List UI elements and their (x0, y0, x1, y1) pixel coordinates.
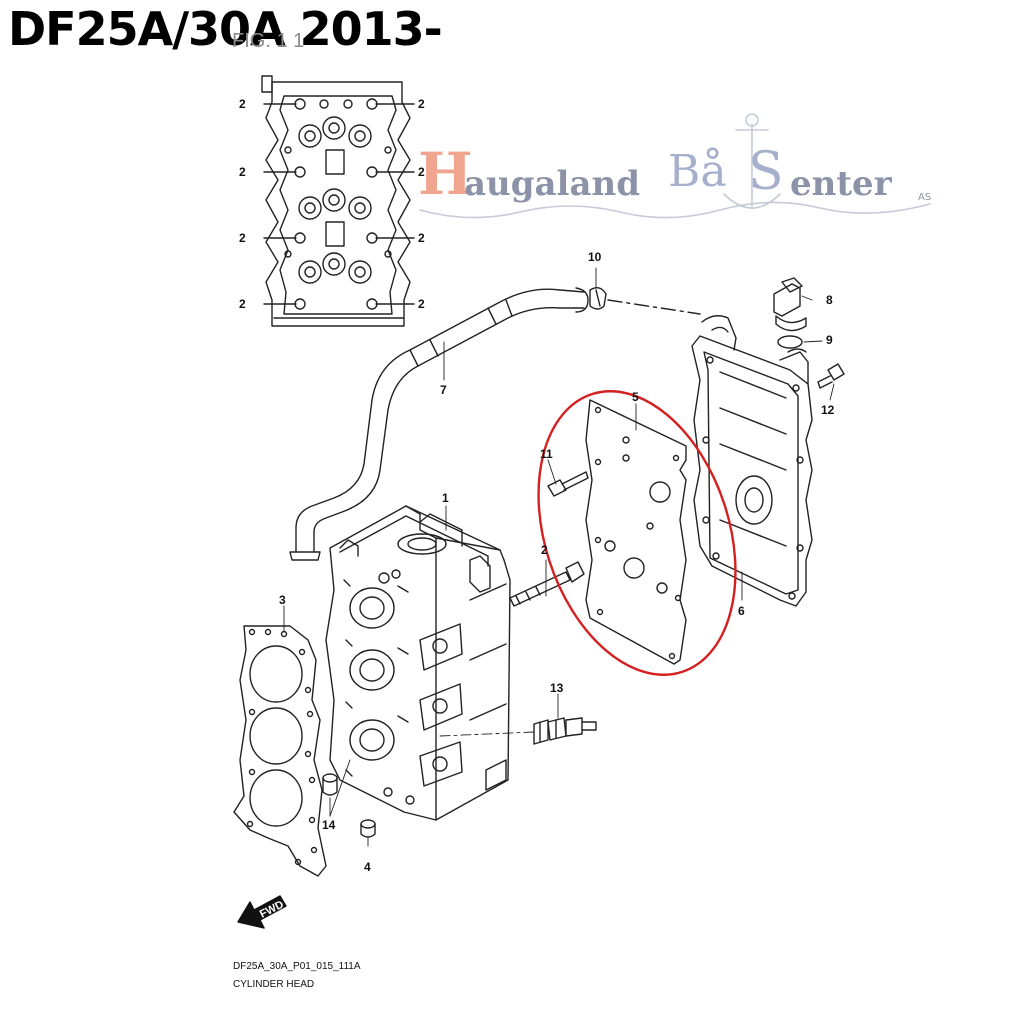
callout-10: 10 (588, 250, 602, 264)
bolt-12 (817, 363, 845, 389)
callout-9: 9 (826, 333, 833, 347)
callout-2: 2 (239, 97, 246, 111)
diagram-code: DF25A_30A_P01_015_111A (233, 961, 361, 972)
oil-filler-cap (773, 277, 807, 332)
callout-7: 7 (440, 383, 447, 397)
inset-head-top-view (261, 75, 415, 327)
watermark-graphic (419, 113, 931, 219)
head-bolt (509, 561, 585, 607)
callout-2: 2 (418, 165, 425, 179)
callout-14: 14 (322, 818, 336, 832)
callout-4: 4 (364, 860, 371, 874)
dowel-pin (322, 773, 338, 796)
callout-2: 2 (239, 297, 246, 311)
head-cover (691, 315, 813, 607)
spark-plug (533, 717, 597, 745)
figure-label: FIG. 1 1 (232, 30, 305, 52)
watermark-word-1: augaland (464, 164, 640, 204)
o-ring (777, 335, 803, 349)
callout-3: 3 (279, 593, 286, 607)
head-gasket (233, 625, 327, 877)
watermark-suffix: AS (918, 192, 932, 203)
hose-clamp (589, 287, 607, 310)
leader-dashed (607, 299, 701, 315)
small-bolt (547, 471, 589, 497)
watermark-word-2: enter (790, 164, 892, 204)
fwd-arrow (237, 895, 287, 929)
watermark-initial-b: Bå (668, 146, 727, 197)
highlight-ring (537, 390, 737, 676)
watermark-initial-s: S (748, 142, 784, 202)
callout-2: 2 (239, 165, 246, 179)
callout-2: 2 (418, 231, 425, 245)
callout-5: 5 (632, 390, 639, 404)
breather-hose (289, 287, 589, 561)
cylinder-head (325, 505, 511, 821)
watermark: H augaland Bå S enter AS (418, 140, 938, 230)
callout-13: 13 (550, 681, 564, 695)
callout-2: 2 (541, 543, 548, 557)
page-title: DF25A/30A 2013- (8, 2, 443, 56)
callout-11: 11 (540, 447, 553, 461)
callout-2: 2 (239, 231, 246, 245)
callout-2: 2 (418, 297, 425, 311)
callout-6: 6 (738, 604, 745, 618)
callout-8: 8 (826, 293, 833, 307)
callout-1: 1 (442, 491, 449, 505)
pin-4 (360, 819, 376, 838)
cover-gasket (585, 399, 687, 665)
diagram-name: CYLINDER HEAD (233, 979, 315, 990)
watermark-initial-h: H (418, 140, 473, 208)
leader-lines (283, 267, 835, 847)
callout-2: 2 (418, 97, 425, 111)
fwd-label: FWD (258, 899, 286, 921)
callout-12: 12 (821, 403, 835, 417)
